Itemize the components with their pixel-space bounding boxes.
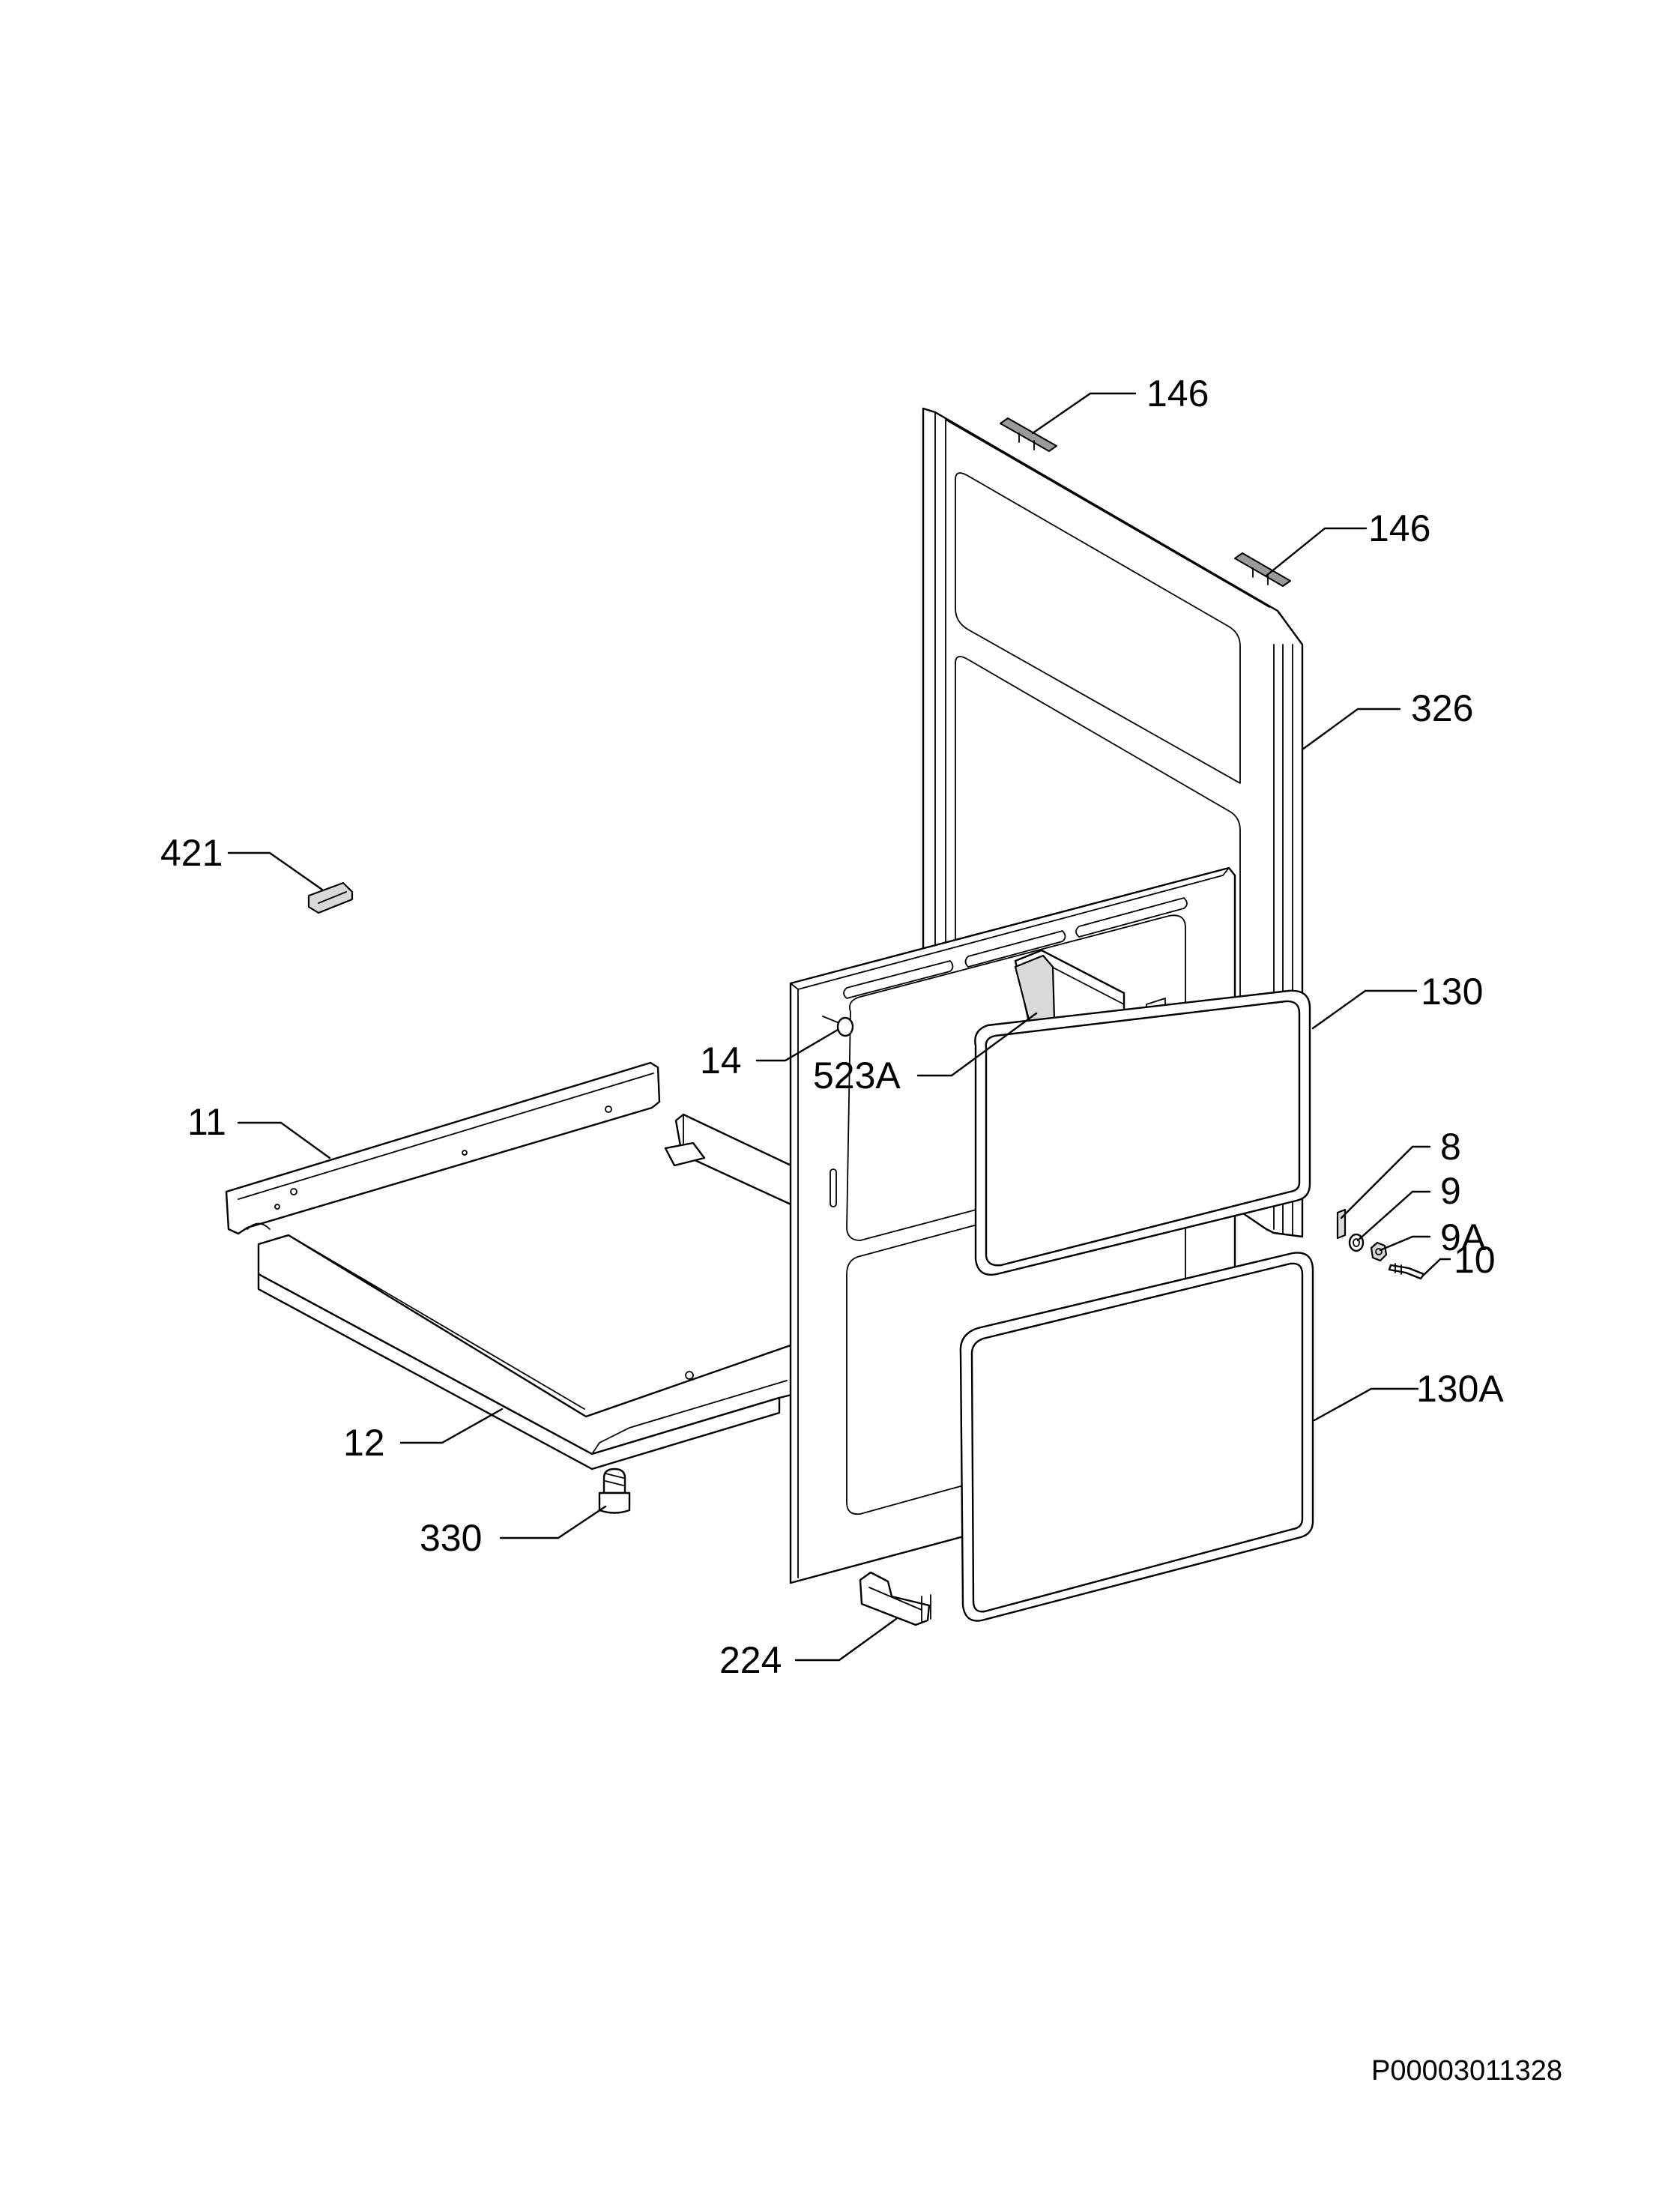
leader-9: [1356, 1190, 1431, 1242]
leader-12: [399, 1408, 504, 1444]
part-14-screw: [822, 1016, 854, 1037]
part-130-upper-gasket: [974, 989, 1311, 1276]
part-421-knob: [307, 881, 354, 914]
part-146-clip-upper: [1000, 417, 1057, 452]
leader-326: [1301, 708, 1401, 751]
callout-14: 14: [700, 1040, 742, 1082]
callout-labels: 146 146 326 421 130 14 523A 11 8 9 9A 10…: [160, 372, 1504, 1681]
part-11-side-rail: [225, 1061, 661, 1235]
callout-9: 9: [1440, 1170, 1461, 1212]
part-10-bolt: [1388, 1263, 1425, 1280]
part-130a-lower-gasket: [959, 1252, 1314, 1622]
callout-523a: 523A: [813, 1055, 901, 1097]
part-9a-nut: [1370, 1241, 1388, 1262]
leader-9a: [1379, 1235, 1431, 1252]
leader-523a: [916, 1012, 1038, 1077]
callout-10: 10: [1454, 1239, 1496, 1281]
callout-12: 12: [343, 1422, 385, 1464]
callout-224: 224: [719, 1639, 782, 1681]
callout-130a: 130A: [1416, 1368, 1504, 1410]
leader-11: [237, 1121, 331, 1159]
callout-9a: 9A: [1440, 1216, 1487, 1258]
callout-330: 330: [420, 1517, 482, 1559]
part-8-plate: [1336, 1208, 1347, 1240]
leader-130: [1311, 989, 1418, 1030]
callout-326: 326: [1411, 687, 1473, 729]
leader-421: [227, 851, 324, 891]
leader-lines: [227, 392, 1451, 1662]
callout-130: 130: [1421, 971, 1483, 1013]
part-146-clip-lower: [1234, 552, 1291, 587]
leader-146a: [1031, 392, 1137, 435]
leader-14: [755, 1028, 839, 1062]
callout-146b: 146: [1368, 507, 1430, 549]
drawing-reference-number: P00003011328: [1371, 2055, 1562, 2087]
callout-421: 421: [160, 832, 223, 874]
leader-146b: [1265, 527, 1368, 577]
leader-330: [499, 1505, 607, 1539]
leader-224: [794, 1617, 898, 1662]
callout-11: 11: [187, 1101, 226, 1143]
leader-130a: [1313, 1387, 1419, 1422]
leader-8: [1340, 1145, 1431, 1219]
part-224-hinge-bracket: [859, 1571, 931, 1626]
leader-10: [1421, 1258, 1451, 1278]
callout-8: 8: [1440, 1126, 1461, 1168]
callout-146a: 146: [1146, 372, 1209, 414]
part-330-foot-screw: [598, 1468, 631, 1514]
